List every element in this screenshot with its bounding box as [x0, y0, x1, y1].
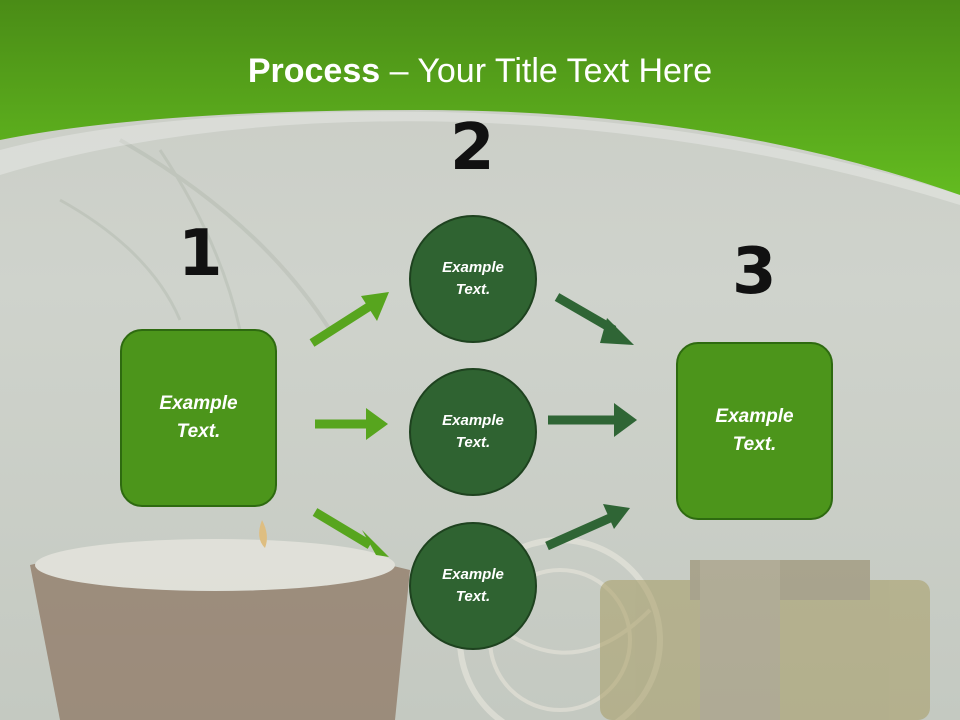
- right-box-line1: Example: [715, 405, 794, 427]
- arrow-left-to-top: [309, 292, 389, 347]
- right-box-line2: Text.: [732, 434, 777, 455]
- left-box-line2: Text.: [176, 421, 221, 442]
- circle-bottom-line2: Text.: [455, 588, 491, 605]
- arrow-top-to-right: [554, 293, 634, 345]
- left-box-line1: Example: [159, 392, 238, 414]
- arrow-bottom-to-right: [545, 504, 630, 551]
- soap-bars-image: [600, 560, 930, 720]
- step-number-1: 1: [178, 217, 223, 291]
- step-number-3: 3: [732, 235, 777, 309]
- right-box: Example Text.: [676, 342, 833, 520]
- arrow-middle-to-right: [548, 403, 637, 437]
- leaf-shapes: [59, 138, 332, 332]
- header-band: [0, 0, 960, 195]
- circle-middle: Example Text.: [409, 368, 537, 496]
- circle-middle-line1: Example: [442, 411, 504, 429]
- arrow-left-to-bottom: [312, 508, 389, 557]
- circle-middle-line2: Text.: [455, 434, 491, 451]
- circle-bottom-line1: Example: [442, 565, 504, 583]
- title-rest: – Your Title Text Here: [380, 52, 713, 90]
- circle-top-line2: Text.: [455, 281, 491, 298]
- step-number-2: 2: [450, 111, 495, 185]
- title-bold: Process: [247, 52, 381, 90]
- slide-title: Process – Your Title Text Here: [0, 52, 960, 91]
- left-box: Example Text.: [120, 329, 277, 507]
- arrow-left-to-middle: [315, 408, 388, 440]
- circle-top-line1: Example: [442, 258, 504, 276]
- coconut-candle-image: [30, 520, 410, 720]
- circle-top: Example Text.: [409, 215, 537, 343]
- circle-bottom: Example Text.: [409, 522, 537, 650]
